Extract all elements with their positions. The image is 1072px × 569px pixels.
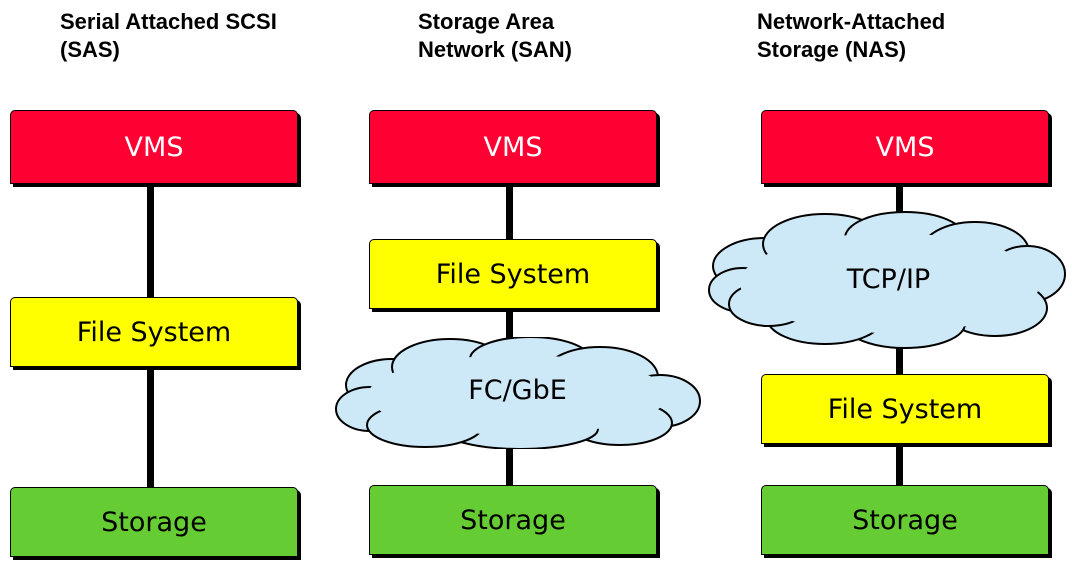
sas-title-line1: Serial Attached SCSI xyxy=(60,9,277,34)
san-column: Storage Area Network (SAN) VMS File Syst… xyxy=(330,0,705,569)
nas-title-line2: Storage (NAS) xyxy=(757,37,907,62)
san-file-system-box: File System xyxy=(369,239,657,309)
nas-vms-box: VMS xyxy=(761,110,1049,184)
cloud-icon xyxy=(335,336,701,450)
san-storage-box: Storage xyxy=(369,485,657,555)
nas-storage-box: Storage xyxy=(761,485,1049,555)
nas-network-cloud: TCP/IP xyxy=(705,208,1072,353)
san-vms-box: VMS xyxy=(369,110,657,184)
sas-file-system-box: File System xyxy=(10,297,298,367)
san-title-line1: Storage Area xyxy=(418,9,555,34)
sas-column: Serial Attached SCSI (SAS) VMS File Syst… xyxy=(0,0,330,569)
sas-title: Serial Attached SCSI (SAS) xyxy=(60,8,277,64)
sas-storage-box: Storage xyxy=(10,487,298,557)
sas-vms-box: VMS xyxy=(10,110,298,184)
san-connector-line xyxy=(506,180,513,490)
nas-network-label: TCP/IP xyxy=(846,264,931,295)
cloud-icon xyxy=(708,211,1066,349)
san-network-cloud: FC/GbE xyxy=(330,336,705,450)
san-network-label: FC/GbE xyxy=(468,375,567,406)
nas-file-system-box: File System xyxy=(761,374,1049,444)
san-title-line2: Network (SAN) xyxy=(418,37,573,62)
nas-title-line1: Network-Attached xyxy=(757,9,946,34)
nas-title: Network-Attached Storage (NAS) xyxy=(757,8,945,64)
sas-title-line2: (SAS) xyxy=(60,37,120,62)
san-title: Storage Area Network (SAN) xyxy=(418,8,572,64)
nas-column: Network-Attached Storage (NAS) VMS TCP/I… xyxy=(705,0,1072,569)
